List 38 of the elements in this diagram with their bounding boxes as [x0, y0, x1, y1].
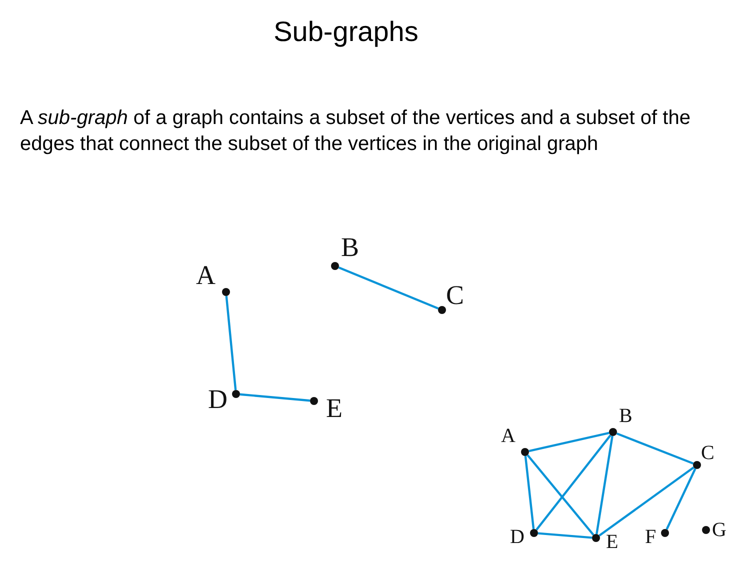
definition-text: A sub-graph of a graph contains a subset of the vertices and a subset of the edges that connect the subset of the vertices in the original graph — [20, 106, 692, 157]
vertex-dot — [661, 529, 669, 537]
vertex-dot — [222, 288, 230, 296]
edge-line — [225, 296, 237, 390]
vertex-label: D — [208, 386, 228, 413]
edge-line — [524, 456, 535, 530]
vertex-label: C — [446, 282, 464, 309]
vertex-dot — [530, 529, 538, 537]
edge-line — [538, 532, 592, 539]
vertex-label: E — [606, 532, 618, 552]
edge-line — [240, 393, 310, 402]
vertex-dot — [693, 461, 701, 469]
title: Sub-graphs — [272, 16, 420, 48]
vertex-dot — [331, 262, 339, 270]
edge-line — [598, 466, 694, 537]
edge-line — [616, 432, 694, 465]
edge-line — [528, 432, 610, 452]
vertex-dot — [521, 448, 529, 456]
edge-line — [526, 454, 594, 536]
vertex-dot — [592, 534, 600, 542]
vertex-label: C — [701, 443, 714, 463]
vertex-dot — [232, 390, 240, 398]
vertex-dot — [310, 397, 318, 405]
vertex-label: B — [341, 234, 360, 261]
vertex-label: A — [196, 262, 216, 289]
vertex-label: D — [510, 527, 524, 547]
vertex-label: A — [501, 426, 516, 446]
edge-line — [536, 434, 612, 531]
edge-line — [596, 436, 614, 534]
vertex-dot — [438, 306, 446, 314]
edge-line — [338, 266, 439, 310]
edge-line — [666, 468, 696, 530]
vertex-label: F — [645, 527, 656, 547]
vertex-label: E — [326, 395, 342, 422]
vertex-dot — [702, 526, 710, 534]
vertex-label: B — [619, 406, 632, 426]
vertex-label: G — [712, 520, 726, 540]
vertex-dot — [609, 428, 617, 436]
